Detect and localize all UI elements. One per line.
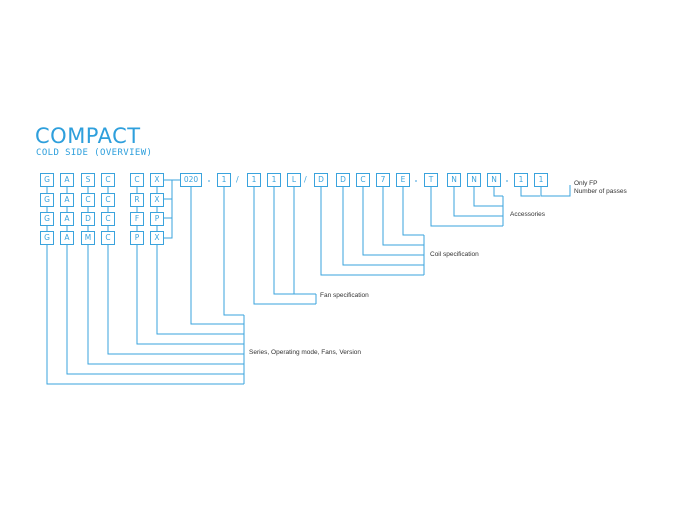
code-box: 1 <box>217 173 231 187</box>
code-box: 1 <box>514 173 528 187</box>
code-box: P <box>130 231 144 245</box>
code-box: S <box>81 173 95 187</box>
code-box: C <box>101 231 115 245</box>
code-box: F <box>130 212 144 226</box>
code-box: A <box>60 173 74 187</box>
code-box: N <box>487 173 501 187</box>
code-box: 1 <box>247 173 261 187</box>
code-box: C <box>356 173 370 187</box>
code-box: P <box>150 212 164 226</box>
code-box: 7 <box>376 173 390 187</box>
separator-dot <box>208 180 210 182</box>
code-box: A <box>60 212 74 226</box>
code-box: X <box>150 231 164 245</box>
separator-dot <box>506 180 508 182</box>
diagram-title: COMPACT <box>35 124 141 148</box>
code-box: L <box>287 173 301 187</box>
label-only-fp: Only FP <box>574 180 598 187</box>
code-box: D <box>81 212 95 226</box>
separator-slash: / <box>304 175 307 184</box>
code-box: X <box>150 193 164 207</box>
code-box: G <box>40 212 54 226</box>
code-box: G <box>40 231 54 245</box>
code-box: 1 <box>267 173 281 187</box>
separator-dot <box>415 180 417 182</box>
code-box: C <box>81 193 95 207</box>
code-box: G <box>40 173 54 187</box>
label-series: Series, Operating mode, Fans, Version <box>249 349 362 356</box>
code-box: D <box>336 173 350 187</box>
code-box: 020 <box>180 173 202 187</box>
code-box: C <box>101 212 115 226</box>
code-box: N <box>467 173 481 187</box>
code-box: E <box>396 173 410 187</box>
code-box: A <box>60 231 74 245</box>
code-box: G <box>40 193 54 207</box>
code-box: R <box>130 193 144 207</box>
code-box: C <box>101 193 115 207</box>
diagram-subtitle: COLD SIDE (OVERVIEW) <box>36 148 153 158</box>
code-box: N <box>447 173 461 187</box>
code-box: C <box>101 173 115 187</box>
code-box: D <box>314 173 328 187</box>
label-fan-specification: Fan specification <box>320 292 369 299</box>
code-box: X <box>150 173 164 187</box>
code-box: T <box>424 173 438 187</box>
code-box: 1 <box>534 173 548 187</box>
code-box: A <box>60 193 74 207</box>
code-box: C <box>130 173 144 187</box>
code-box: M <box>81 231 95 245</box>
label-coil-specification: Coil specification <box>430 251 479 258</box>
label-number-of-passes: Number of passes <box>574 188 627 195</box>
separator-slash: / <box>236 175 239 184</box>
label-accessories: Accessories <box>510 211 546 218</box>
